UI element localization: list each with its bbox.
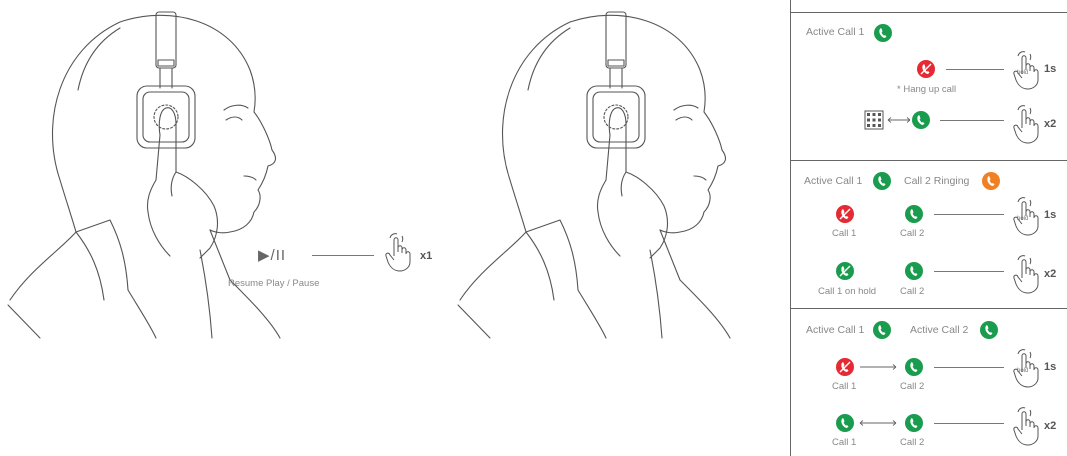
green-phone-icon <box>873 172 891 190</box>
green-phone-icon <box>873 321 891 339</box>
red-hangup-phone-icon <box>836 358 854 376</box>
s1-header-call1: Active Call 1 <box>806 26 864 38</box>
finger <box>159 108 217 258</box>
call2-label: Call 2 <box>900 228 924 239</box>
green-held-phone-icon <box>836 262 854 280</box>
hold-label: hold <box>1017 70 1028 76</box>
s2-header-call1: Active Call 1 <box>804 175 862 187</box>
person-pressing-button-illustration-2 <box>450 0 770 340</box>
connector-line <box>934 367 1004 368</box>
count-x2: x2 <box>1044 268 1056 280</box>
keypad-icon <box>864 110 884 130</box>
call2-label: Call 2 <box>900 381 924 392</box>
count-x2: x2 <box>1044 420 1056 432</box>
red-hangup-phone-icon <box>836 205 854 223</box>
play-pause-symbol: ▶/II <box>258 246 286 264</box>
count-1s: 1s <box>1044 361 1056 373</box>
green-phone-icon <box>905 358 923 376</box>
section-divider <box>790 308 1067 309</box>
hold-label: hold <box>1017 368 1028 374</box>
call1-on-hold-label: Call 1 on hold <box>818 286 876 297</box>
hang-up-note: * Hang up call <box>897 84 956 95</box>
green-phone-icon <box>912 111 930 129</box>
section-divider <box>790 12 1067 13</box>
right-arrow-icon <box>858 363 898 371</box>
connector-line <box>934 423 1004 424</box>
s3-header-call1: Active Call 1 <box>806 324 864 336</box>
s3-header-call2: Active Call 2 <box>910 324 968 336</box>
green-phone-icon <box>980 321 998 339</box>
swap-arrow-icon <box>886 116 912 124</box>
connector-line <box>312 255 374 256</box>
shoulder-outline <box>10 220 128 300</box>
head-outline <box>53 15 276 233</box>
call1-label: Call 1 <box>832 228 856 239</box>
green-phone-icon <box>905 414 923 432</box>
tap-hand-icon <box>382 232 418 272</box>
table-left-border <box>790 0 791 456</box>
play-pause-label: Resume Play / Pause <box>228 278 319 289</box>
s2-header-call2: Call 2 Ringing <box>904 175 969 187</box>
hold-label: hold <box>1017 216 1028 222</box>
count-1s: 1s <box>1044 209 1056 221</box>
green-phone-icon <box>905 262 923 280</box>
call1-label: Call 1 <box>832 437 856 448</box>
orange-ringing-phone-icon <box>982 172 1000 190</box>
person-pressing-button-illustration-1 <box>0 0 440 340</box>
green-phone-icon <box>836 414 854 432</box>
section-divider <box>790 160 1067 161</box>
green-phone-icon <box>874 24 892 42</box>
connector-line <box>940 120 1004 121</box>
call2-label: Call 2 <box>900 437 924 448</box>
ear-cup <box>137 86 195 148</box>
count-x2: x2 <box>1044 118 1056 130</box>
connector-line <box>934 214 1004 215</box>
call1-label: Call 1 <box>832 381 856 392</box>
red-hangup-phone-icon <box>917 60 935 78</box>
press-count-x1: x1 <box>420 250 432 262</box>
tap-hand-icon <box>1010 406 1046 446</box>
connector-line <box>946 69 1004 70</box>
green-phone-icon <box>905 205 923 223</box>
tap-hand-icon <box>1010 254 1046 294</box>
connector-line <box>934 271 1004 272</box>
call2-label: Call 2 <box>900 286 924 297</box>
swap-arrow-icon <box>858 419 898 427</box>
count-1s: 1s <box>1044 63 1056 75</box>
tap-hand-icon <box>1010 104 1046 144</box>
